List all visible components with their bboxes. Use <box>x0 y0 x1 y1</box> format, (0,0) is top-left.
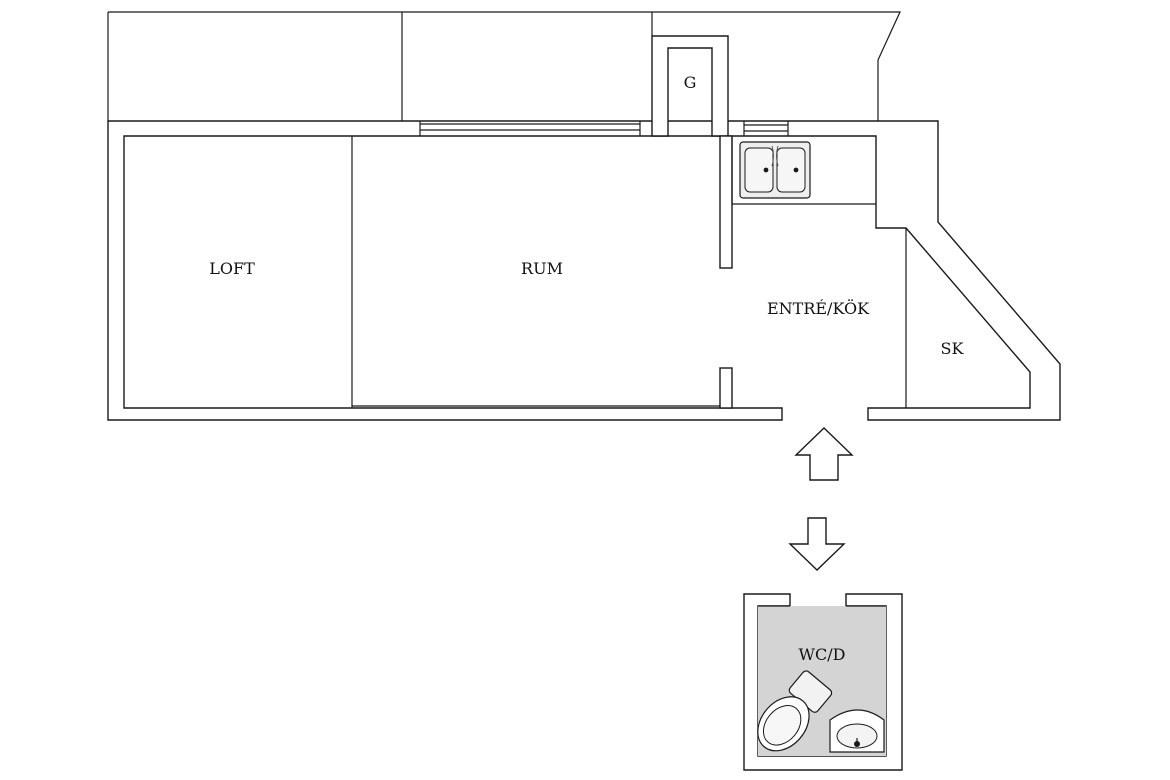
interior-partitions <box>351 35 907 409</box>
room-label-sk: SK <box>941 339 965 358</box>
arrow-down-icon <box>788 517 846 571</box>
arrow-up-icon <box>794 427 854 481</box>
double-sink-icon <box>739 141 811 199</box>
room-label-g: G <box>684 73 697 92</box>
room-label-entre-kok: ENTRÉ/KÖK <box>767 298 870 318</box>
washbasin-icon <box>829 709 885 753</box>
kitchen-counter <box>731 136 876 205</box>
upper-attic-outline <box>107 11 901 121</box>
main-outer-wall <box>107 120 1061 421</box>
toilet-icon <box>757 670 833 752</box>
room-label-rum: RUM <box>521 259 563 278</box>
room-label-wc-d: WC/D <box>799 645 846 664</box>
wc-room: WC/D <box>743 593 903 771</box>
room-label-loft: LOFT <box>209 259 255 278</box>
